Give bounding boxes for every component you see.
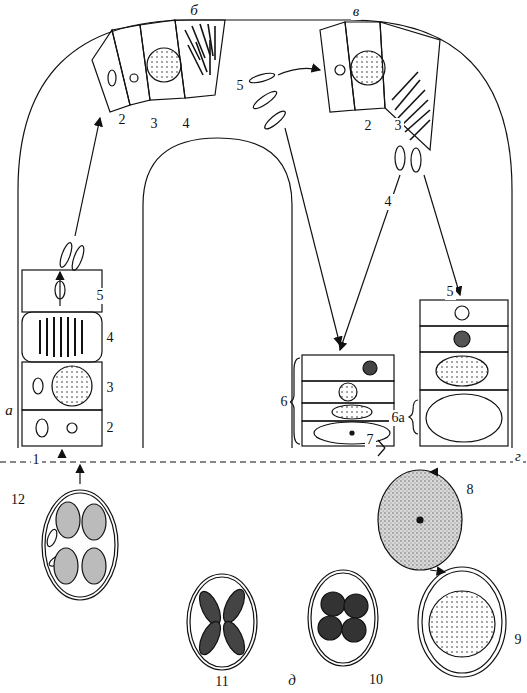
callout-number: 5 (445, 284, 456, 300)
stage-letter: в (351, 3, 362, 20)
callout-number: 9 (513, 632, 524, 648)
callout-number: 10 (367, 672, 385, 688)
callout-number: 3 (393, 118, 404, 134)
callout-number: 2 (105, 420, 116, 436)
callout-number: 5 (235, 78, 246, 94)
callout-number: 5 (95, 288, 106, 304)
callout-number: 4 (383, 194, 394, 210)
callout-number: 4 (105, 330, 116, 346)
callout-number: 8 (465, 482, 476, 498)
callout-number: 2 (117, 112, 128, 128)
callout-number: 4 (181, 116, 192, 132)
stage-letter: а (3, 402, 15, 419)
callout-number: 6а (389, 410, 406, 426)
callout-number: 2 (363, 118, 374, 134)
callout-number: 3 (149, 116, 160, 132)
stage-letter: д (286, 672, 298, 689)
callout-number: 12 (9, 492, 27, 508)
stage-letter: б (188, 2, 200, 19)
callout-number: 7 (365, 432, 376, 448)
callout-number: 3 (105, 380, 116, 396)
stage-letter: г (513, 448, 523, 465)
callout-number: 1 (31, 452, 42, 468)
callout-number: 6 (279, 394, 290, 410)
callout-number: 11 (213, 674, 230, 690)
